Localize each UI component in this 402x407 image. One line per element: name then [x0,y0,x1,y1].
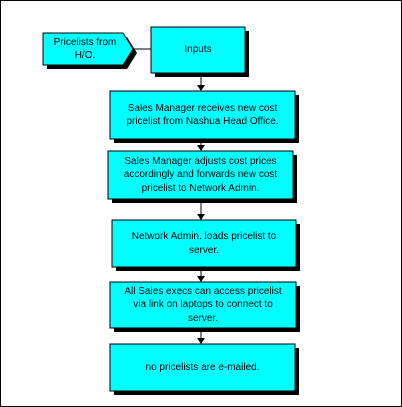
arrowhead-3-4 [197,214,205,220]
input-note-shape [42,32,134,66]
step-2-box [109,90,296,140]
arrowhead-5-6 [197,338,205,344]
arrowhead-4-5 [197,276,205,282]
step-4-box [111,219,297,268]
arrowhead-2-3 [197,145,205,151]
step-1-box [150,26,246,74]
step-5-box [109,281,297,329]
step-3-box [107,150,294,200]
step-6-box [109,343,296,392]
arrowhead-1-2 [197,85,205,91]
